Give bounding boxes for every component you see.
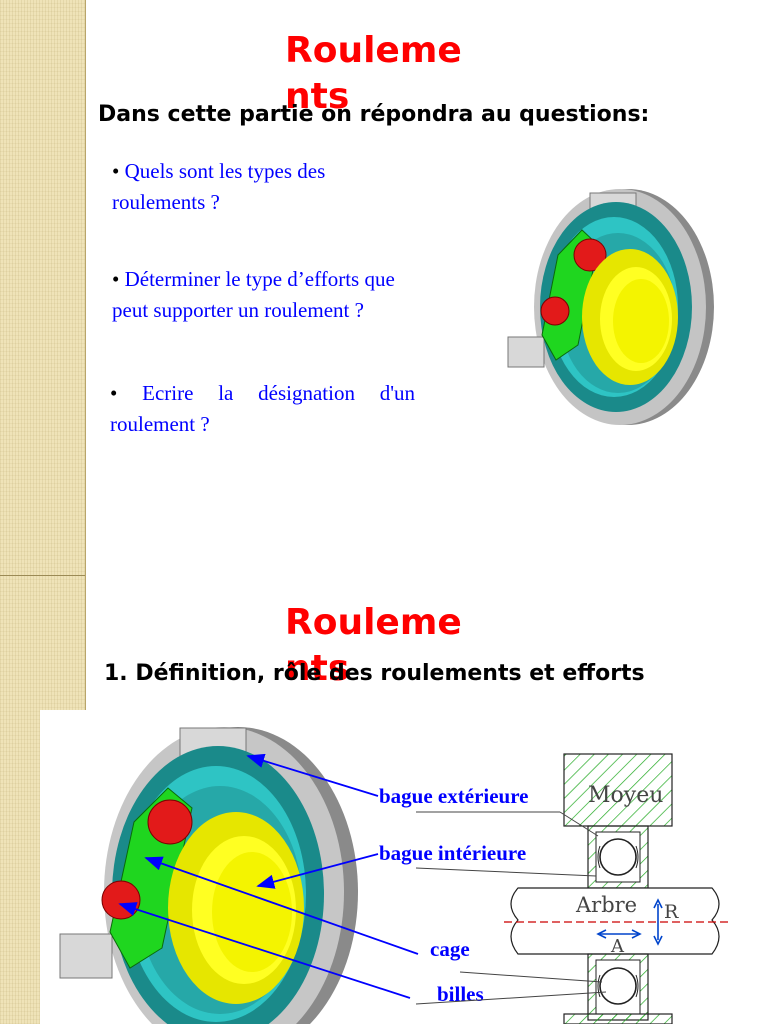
bearing-illustration-large [59, 727, 358, 1024]
hub-section [563, 753, 673, 827]
question-text: Ecrire la désignation d'un roulement ? [110, 381, 416, 436]
bearing-illustration-small [507, 189, 714, 425]
label-outer-ring: bague extérieure [379, 784, 529, 808]
label-inner-ring: bague intérieure [379, 841, 527, 865]
arrow-inner-ring [256, 853, 379, 889]
slide2-heading: 1. Définition, rôle des roulements et ef… [104, 661, 645, 686]
arrow-cage [144, 856, 419, 955]
question-item-2: • Déterminer le type d’efforts que peut … [112, 264, 422, 326]
sidebar-divider [0, 575, 85, 576]
shaft-label: Arbre [575, 893, 637, 917]
question-text: Déterminer le type d’efforts que peut su… [112, 267, 395, 322]
arrow-outer-ring [246, 753, 379, 797]
slide1-title: Roulements [285, 30, 462, 117]
hub-label: Moyeu [588, 783, 663, 808]
upper-ball [599, 838, 637, 876]
slide1-subtitle: Dans cette partie on répondra au questio… [98, 102, 650, 127]
sidebar-decoration [0, 0, 86, 1024]
lower-ball [599, 967, 637, 1005]
bullet: • [112, 267, 120, 291]
radial-label: R [664, 901, 679, 923]
bullet: • [110, 381, 118, 405]
question-item-3: • Ecrire la désignation d'un roulement ? [110, 378, 415, 440]
label-cage: cage [430, 937, 470, 961]
question-item-1: • Quels sont les types des roulements ? [112, 156, 352, 218]
arrow-balls [118, 902, 411, 999]
axial-label: A [610, 936, 625, 957]
shaft [510, 887, 720, 955]
question-text: Quels sont les types des roulements ? [112, 159, 326, 214]
bullet: • [112, 159, 120, 183]
leader-arrows [118, 753, 419, 999]
slide2-title: Roulements [285, 602, 462, 689]
bearing-section-diagram: Moyeu Arbre R A [415, 753, 732, 1024]
